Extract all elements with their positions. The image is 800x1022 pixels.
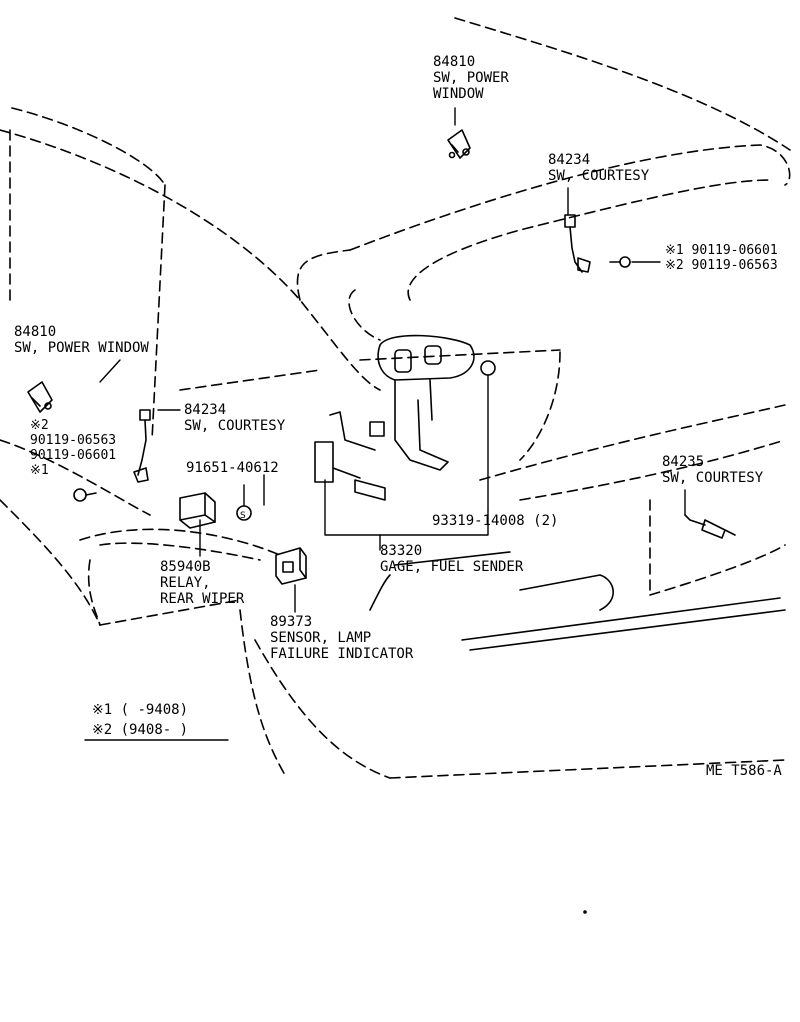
bolt-right-line-1: ※1 90119-06601 <box>665 243 778 258</box>
bolt-left-line-2: 90119-06563 <box>30 433 117 448</box>
pw-switch-left-name: SW, POWER WINDOW <box>14 340 149 356</box>
bolt-left-icon <box>73 488 97 502</box>
legend-row-2: ※2 (9408- ) <box>92 722 188 738</box>
clip-number: 91651-40612 <box>186 460 279 476</box>
legend-range-2: (9408- ) <box>120 722 189 738</box>
courtesy-switch-mid-icon <box>133 409 151 483</box>
courtesy-top-number: 84234 <box>548 152 591 168</box>
bolt-left-line-4: ※1 <box>30 463 49 478</box>
fuel-sender-icon <box>314 334 496 501</box>
leader-lines <box>84 107 686 741</box>
diagram-code: ME T586-A <box>706 763 782 779</box>
pw-switch-top-name-2: WINDOW <box>433 86 484 102</box>
sensor-number: 89373 <box>270 614 313 630</box>
courtesy-mid-name: SW, COURTESY <box>184 418 286 434</box>
clip-label: 91651-40612 <box>186 460 279 476</box>
legend-range-1: ( -9408) <box>120 702 189 718</box>
courtesy-switch-top-icon <box>564 214 591 273</box>
bolt-left-line-1: ※2 <box>30 418 49 433</box>
pw-switch-top-number: 84810 <box>433 54 476 70</box>
courtesy-right-label: 84235 SW, COURTESY <box>662 454 763 486</box>
bolt-right-line-2: ※2 90119-06563 <box>665 258 778 273</box>
bolt-left-label: ※2 90119-06563 90119-06601 ※1 <box>30 418 116 478</box>
fuel-sender-label: 83320 GAGE, FUEL SENDER <box>380 543 523 575</box>
relay-name-2: REAR WIPER <box>160 591 245 607</box>
relay-name-1: RELAY, <box>160 575 211 591</box>
legend: ※1 ( -9408) ※2 (9408- ) <box>92 702 188 738</box>
screw-label: 93319-14008 (2) <box>432 513 558 529</box>
bolt-right-icon <box>609 256 631 268</box>
relay-icon <box>179 492 216 529</box>
courtesy-mid-label: 84234 SW, COURTESY <box>184 402 285 434</box>
courtesy-top-label: 84234 SW, COURTESY <box>548 152 649 184</box>
pw-switch-top-name-1: SW, POWER <box>433 70 509 86</box>
screw-number: 93319-14008 (2) <box>432 513 559 529</box>
bolt-right-label: ※1 90119-06601 ※2 90119-06563 <box>665 243 778 273</box>
legend-mark-2: ※2 <box>92 722 113 738</box>
pw-switch-left-number: 84810 <box>14 324 57 340</box>
pw-switch-left-label: 84810 SW, POWER WINDOW <box>14 324 149 356</box>
bolt-left-line-3: 90119-06601 <box>30 448 117 463</box>
legend-mark-1: ※1 <box>92 702 113 718</box>
fuel-sender-name: GAGE, FUEL SENDER <box>380 559 524 575</box>
sensor-name-2: FAILURE INDICATOR <box>270 646 414 662</box>
courtesy-right-name: SW, COURTESY <box>662 470 764 486</box>
trunk-contours <box>369 551 786 651</box>
courtesy-switch-right-icon <box>684 514 736 539</box>
sensor-name-1: SENSOR, LAMP <box>270 630 372 646</box>
svg-text:S: S <box>240 511 246 521</box>
sensor-label: 89373 SENSOR, LAMP FAILURE INDICATOR <box>270 614 413 662</box>
sensor-icon <box>275 547 307 585</box>
clip-icon: S <box>236 505 252 521</box>
pw-switch-top-label: 84810 SW, POWER WINDOW <box>433 54 509 102</box>
courtesy-top-name: SW, COURTESY <box>548 168 650 184</box>
relay-label: 85940B RELAY, REAR WIPER <box>160 559 244 607</box>
speck-mark <box>583 910 587 914</box>
power-window-switch-left-icon <box>27 381 53 413</box>
relay-number: 85940B <box>160 559 211 575</box>
courtesy-right-number: 84235 <box>662 454 705 470</box>
fuel-sender-number: 83320 <box>380 543 423 559</box>
courtesy-mid-number: 84234 <box>184 402 227 418</box>
power-window-switch-top-icon <box>447 129 471 159</box>
legend-row-1: ※1 ( -9408) <box>92 702 188 718</box>
body-outline-lines <box>0 17 791 779</box>
